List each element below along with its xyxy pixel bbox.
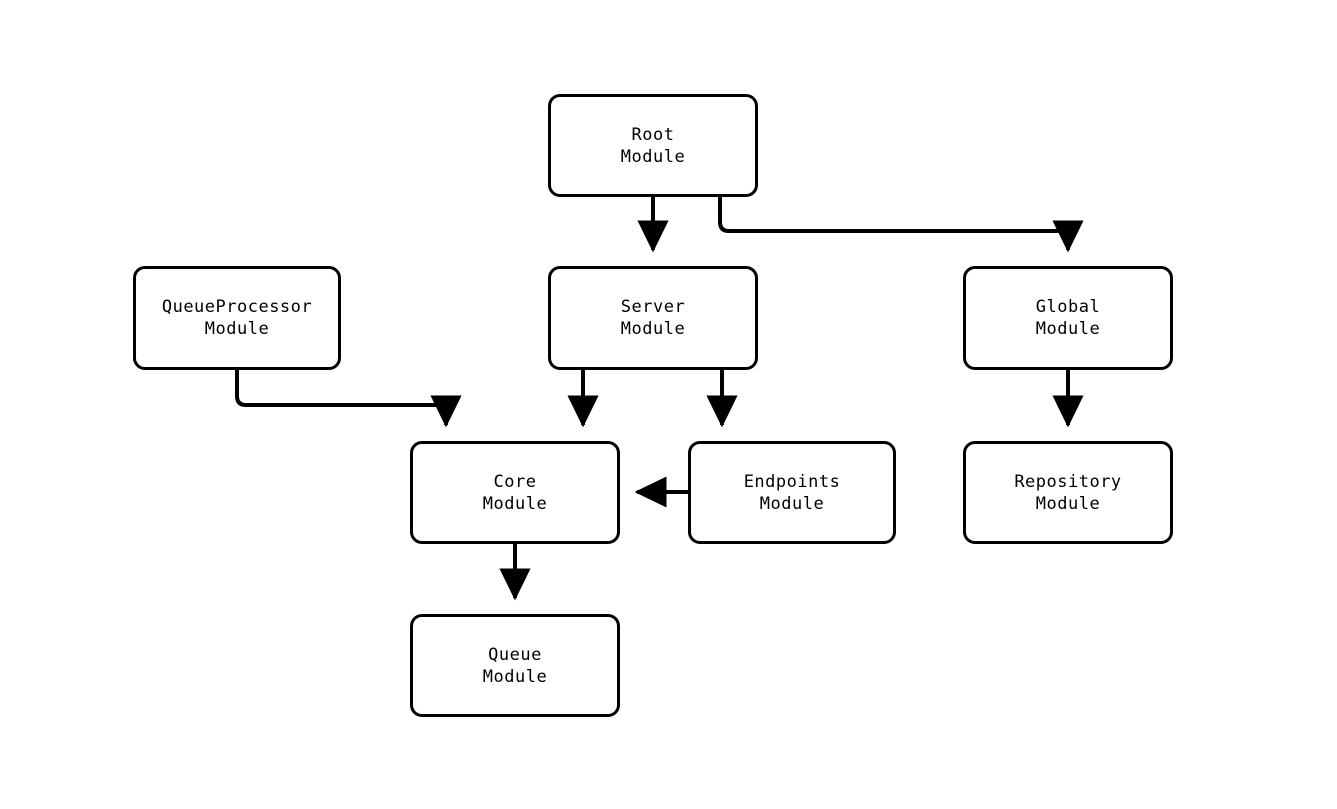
node-global-module[interactable]: Global Module [963, 266, 1173, 370]
edge-root-to-global [718, 197, 1084, 253]
node-server-module[interactable]: Server Module [548, 266, 758, 370]
node-label-line2: Module [204, 319, 270, 339]
node-label-line2: Module [482, 493, 548, 514]
node-label-line1: Endpoints [743, 471, 841, 492]
node-label-line1: Queue [488, 644, 542, 665]
node-label-line1: Server [620, 297, 686, 317]
edge-queueprocessor-to-core [235, 370, 462, 428]
node-label-line2: Module [620, 319, 686, 339]
node-label-line1: QueueProcessor [161, 297, 313, 317]
node-root-module[interactable]: Root Module [548, 94, 758, 197]
node-label-line2: Module [1035, 493, 1101, 514]
node-endpoints-module[interactable]: Endpoints Module [688, 441, 896, 544]
node-label-line1: Core [493, 471, 537, 492]
node-label-line2: Module [620, 146, 686, 167]
node-core-module[interactable]: Core Module [410, 441, 620, 544]
node-repository-module[interactable]: Repository Module [963, 441, 1173, 544]
node-queue-module[interactable]: Queue Module [410, 614, 620, 717]
node-label-line1: Root [631, 124, 675, 145]
node-label-line1: Repository [1014, 471, 1122, 492]
node-label-line2: Module [1035, 319, 1101, 339]
node-queueprocessor-module[interactable]: QueueProcessor Module [133, 266, 341, 370]
node-label-line2: Module [759, 493, 825, 514]
node-label-line2: Module [482, 666, 548, 687]
node-label-line1: Global [1035, 297, 1101, 317]
